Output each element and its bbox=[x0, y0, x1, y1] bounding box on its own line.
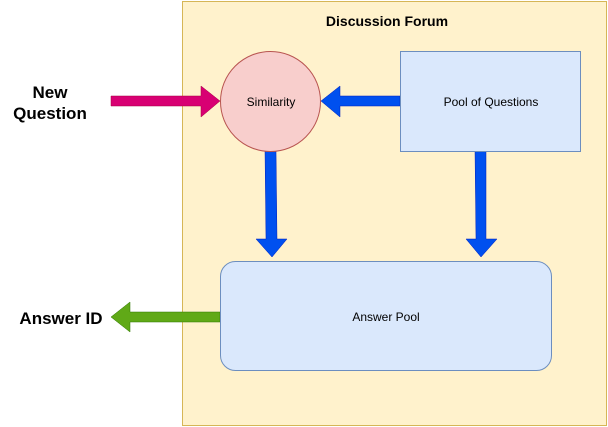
container-title: Discussion Forum bbox=[326, 13, 448, 29]
new-question-label-line1: New bbox=[33, 83, 69, 102]
answer-pool-label: Answer Pool bbox=[352, 310, 419, 324]
similarity-to-answer-pool-arrow bbox=[255, 150, 288, 258]
pool-to-similarity-arrow bbox=[320, 85, 401, 118]
answer-id-label: Answer ID bbox=[19, 309, 102, 328]
similarity-label: Similarity bbox=[247, 95, 296, 109]
similarity-node bbox=[220, 51, 321, 152]
pool-of-questions-node bbox=[400, 51, 581, 152]
new-question-arrow bbox=[110, 85, 221, 118]
pool-to-answer-pool-arrow bbox=[465, 150, 498, 258]
pool-of-questions-label: Pool of Questions bbox=[444, 95, 539, 109]
answer-pool-node bbox=[220, 261, 552, 371]
new-question-label-line2: Question bbox=[13, 104, 87, 123]
answer-id-arrow bbox=[110, 301, 221, 333]
